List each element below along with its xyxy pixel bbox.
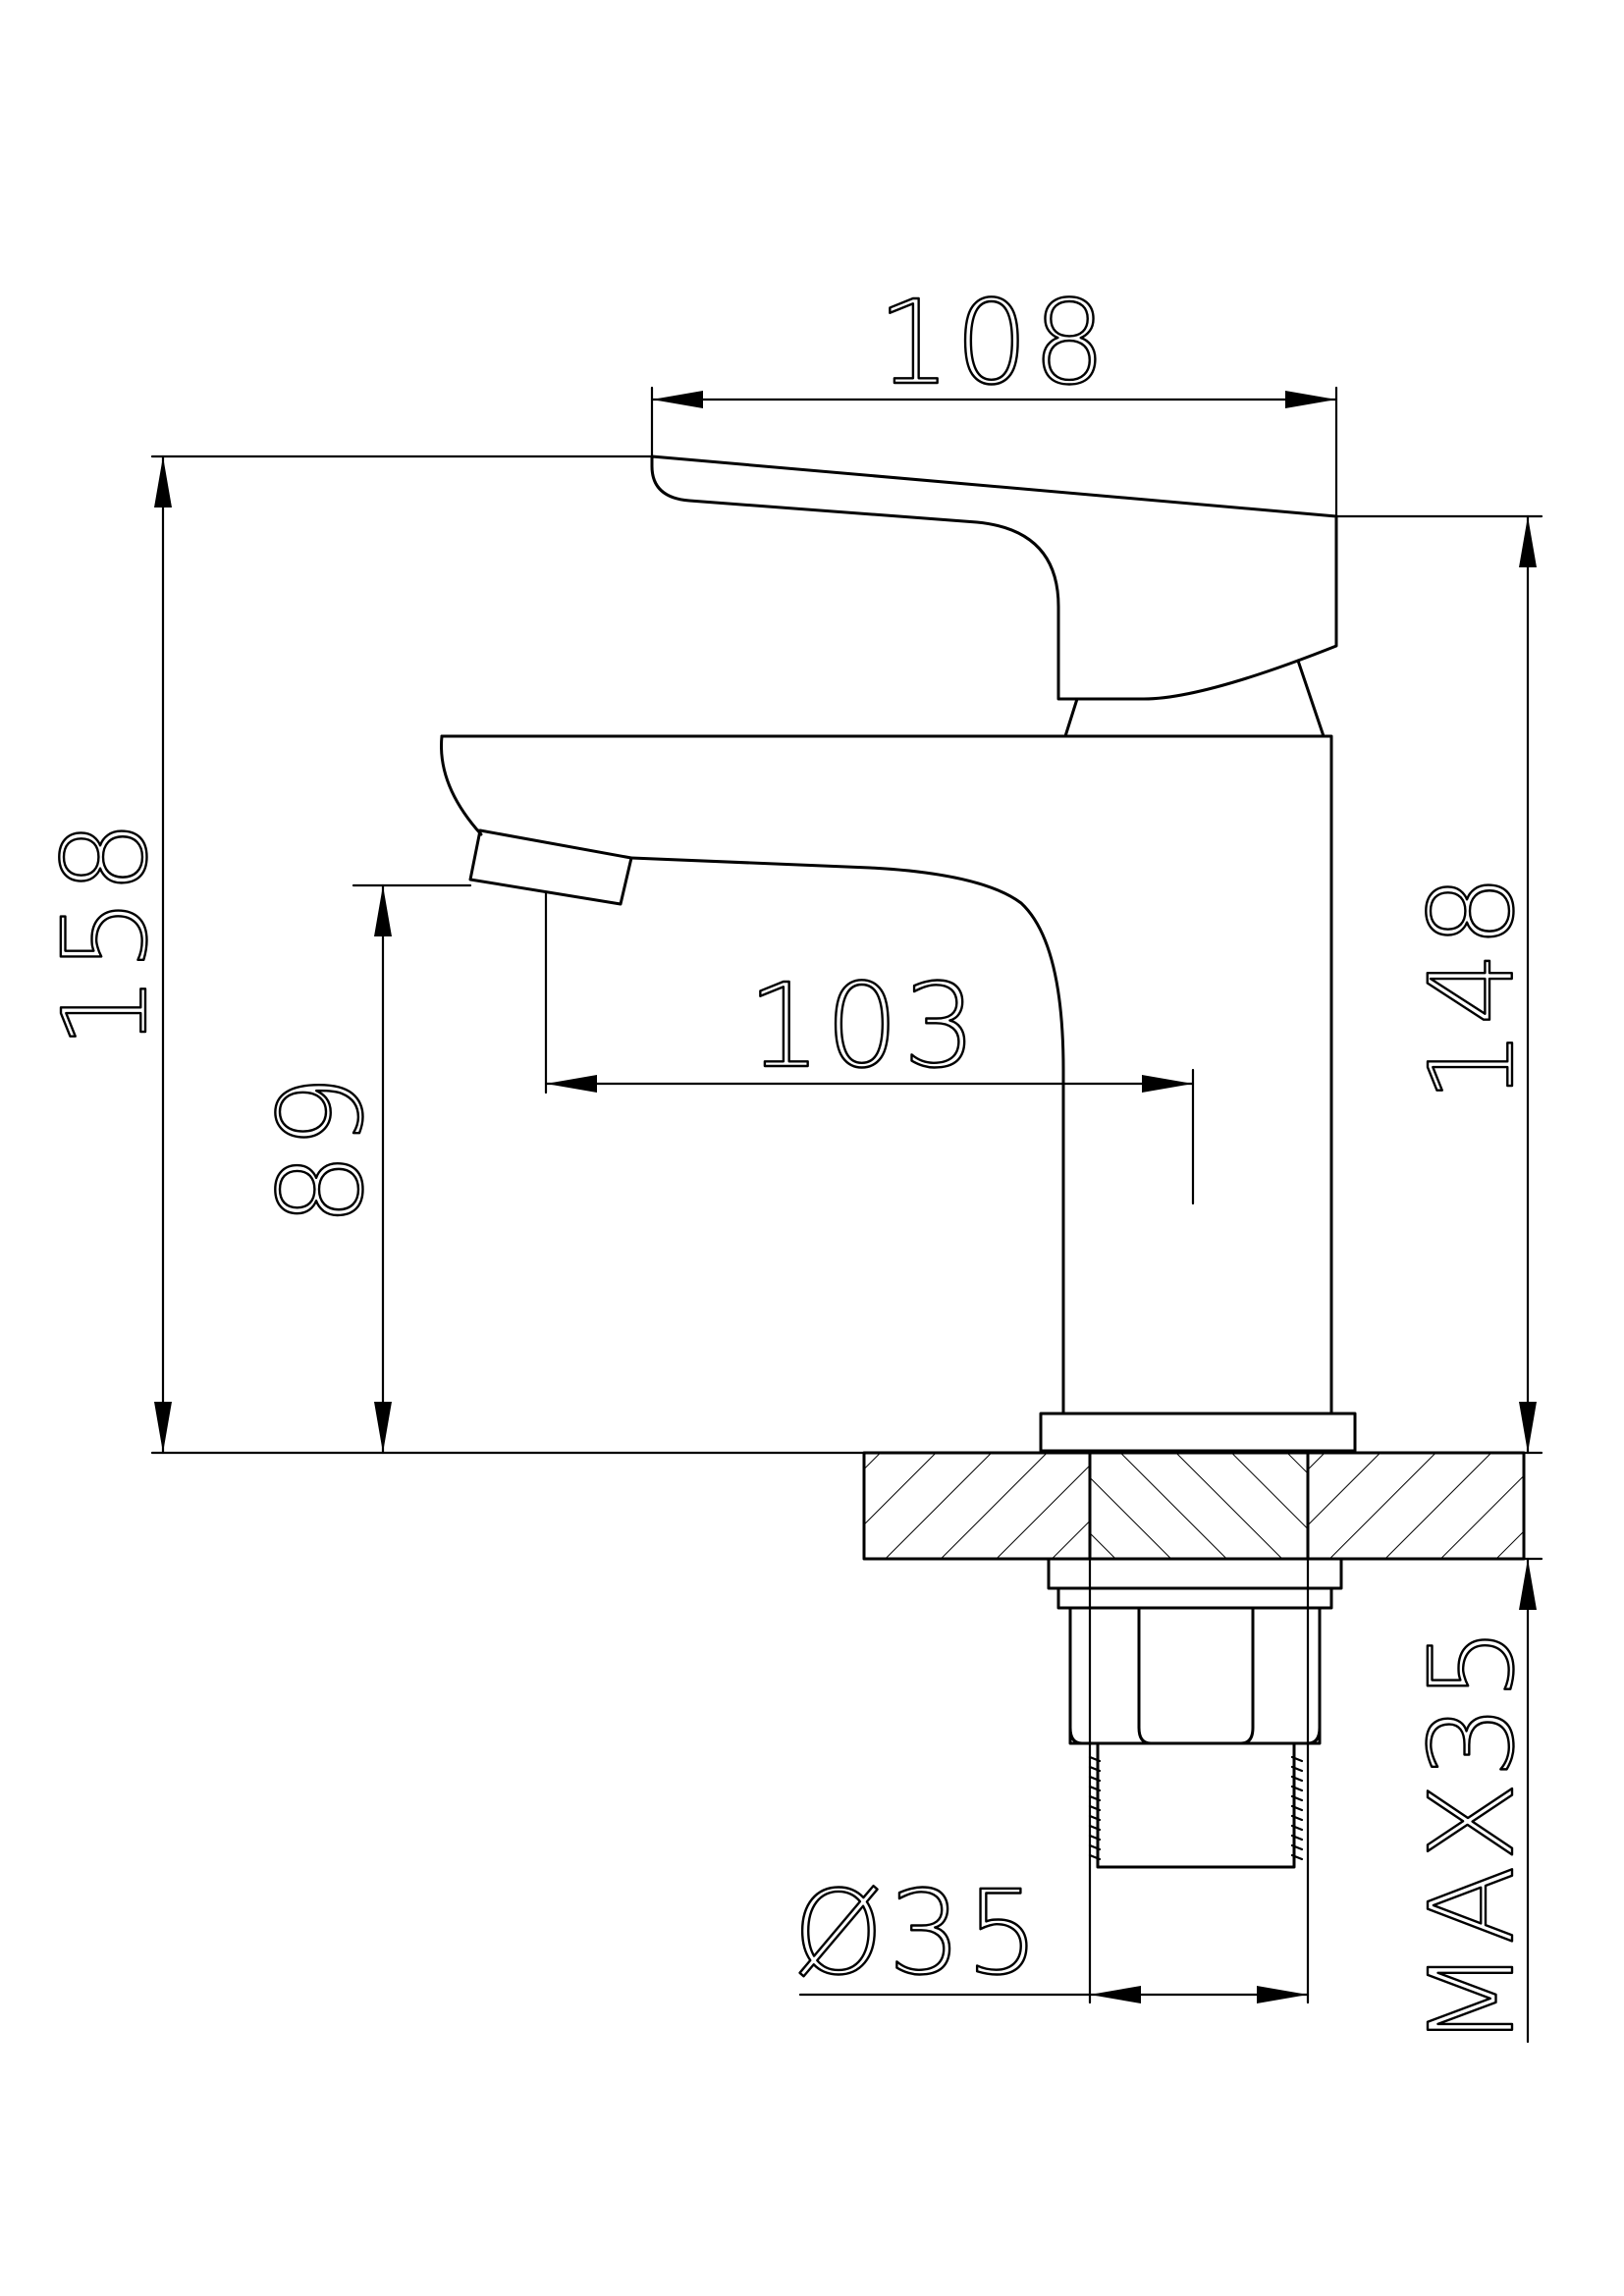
dim-lever-length [650, 391, 1338, 408]
label-total-height: 158 [37, 816, 173, 1048]
base-ring [1039, 1412, 1357, 1453]
nut-collar [1056, 1586, 1333, 1610]
label-spout-clearance: 89 [253, 1071, 389, 1226]
dim-tail-diameter [1088, 1986, 1310, 2003]
faucet-body [440, 734, 1333, 1415]
dim-spout-reach [544, 1075, 1195, 1093]
mounting-deck [862, 1451, 1526, 1561]
dim-body-height [1519, 514, 1537, 1455]
faucet-outline [440, 454, 1357, 1453]
spout-upper [440, 734, 483, 836]
thread-marks [1088, 1755, 1304, 1861]
dim-spout-clearance [374, 883, 392, 1455]
label-max-deck-thickness: MAX35 [1404, 1623, 1540, 2049]
dimension-lines [150, 386, 1543, 2044]
dimension-labels: 108 103 158 89 148 MAX35 Ø35 [36, 274, 1541, 2050]
dim-total-height [154, 454, 172, 1455]
label-tail-diameter: Ø35 [792, 1865, 1043, 2001]
label-body-height: 148 [1404, 870, 1540, 1102]
washer [1047, 1557, 1343, 1590]
label-spout-reach: 103 [747, 958, 980, 1094]
threaded-tail [1096, 1741, 1296, 1869]
spout-lower [629, 856, 1065, 1415]
label-lever-length: 108 [877, 275, 1110, 410]
dim-max-deck-thickness [1519, 1557, 1537, 2044]
lever-handle [650, 454, 1338, 701]
hex-nut [1068, 1606, 1322, 1745]
lever-neck [1063, 659, 1326, 738]
mounting-kit [1047, 1557, 1343, 1869]
aerator [468, 828, 633, 906]
